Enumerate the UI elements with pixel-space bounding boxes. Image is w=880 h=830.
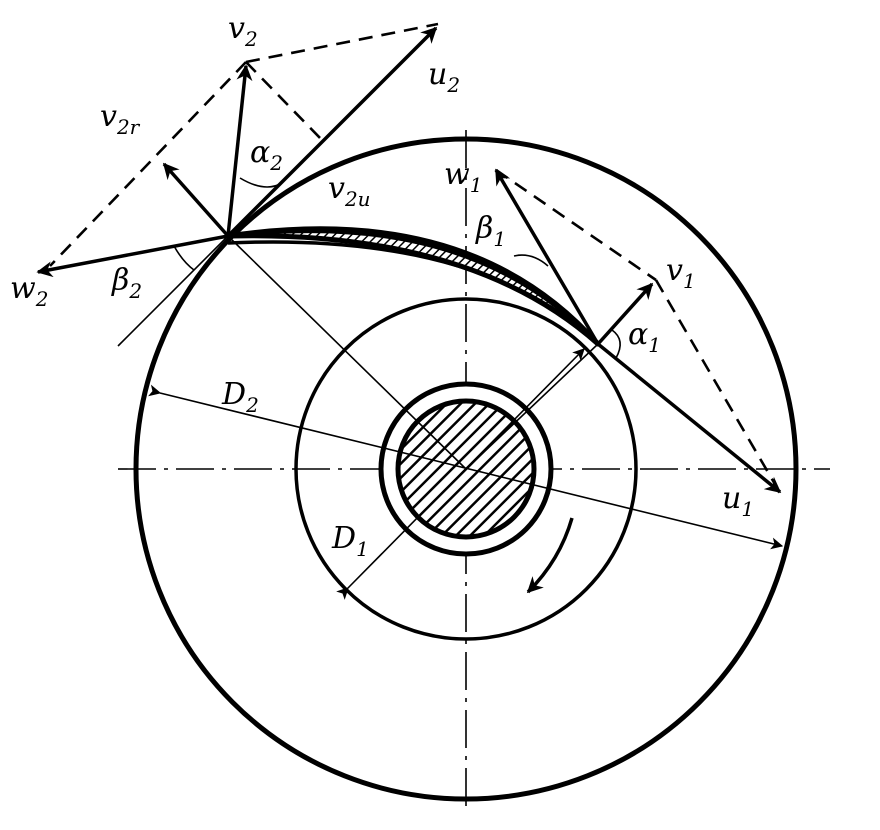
label-beta2: β2 [111,263,142,303]
beta2-arc [173,245,195,271]
alpha2-arc [239,177,283,188]
svg-text:v2r: v2r [100,99,141,139]
svg-text:w1: w1 [444,157,482,197]
label-v2r: v2r [100,99,141,139]
svg-text:D1: D1 [331,521,369,561]
label-u2: u2 [428,57,460,97]
w1-v1-dashed [495,168,657,282]
v2r-vector [162,162,230,238]
label-w1: w1 [444,157,482,197]
alpha1-arc [611,329,621,359]
v2-w2-dashed [49,61,247,267]
w1-vector [494,168,600,345]
svg-text:D2: D2 [221,377,259,417]
radius-to-inlet [465,343,599,470]
svg-text:w2: w2 [10,271,48,311]
label-u1: u1 [722,481,754,521]
svg-text:u2: u2 [428,57,460,97]
v1-u1-dashed [654,279,778,487]
w2-vector [36,234,229,278]
svg-text:α2: α2 [250,135,283,175]
label-v1: v1 [666,253,696,293]
svg-text:v2u: v2u [328,171,371,211]
svg-text:u1: u1 [722,481,754,521]
label-v2: v2 [228,11,258,51]
v2u-dashed [245,22,439,64]
label-d1: D1 [331,521,369,561]
outlet-tangent-line [117,235,229,347]
beta1-arc [513,254,549,267]
radius-to-outlet [227,235,467,470]
label-beta1: β1 [475,211,506,251]
svg-text:α1: α1 [628,317,661,357]
label-alpha2: α2 [250,135,283,175]
svg-text:β2: β2 [111,263,142,303]
v1-vector [596,282,654,346]
svg-text:v1: v1 [666,253,696,293]
u2-vector [226,26,438,238]
v2-projection-dashed [245,61,323,141]
label-alpha1: α1 [628,317,661,357]
label-d2: D2 [221,377,259,417]
v2-vector [226,64,253,237]
label-w2: w2 [10,271,48,311]
svg-text:v2: v2 [228,11,258,51]
u1-vector [596,342,782,494]
label-v2u: v2u [328,171,371,211]
rotation-arrow [526,517,574,594]
svg-text:β1: β1 [475,211,506,251]
outer-circle-d2 [133,136,799,802]
